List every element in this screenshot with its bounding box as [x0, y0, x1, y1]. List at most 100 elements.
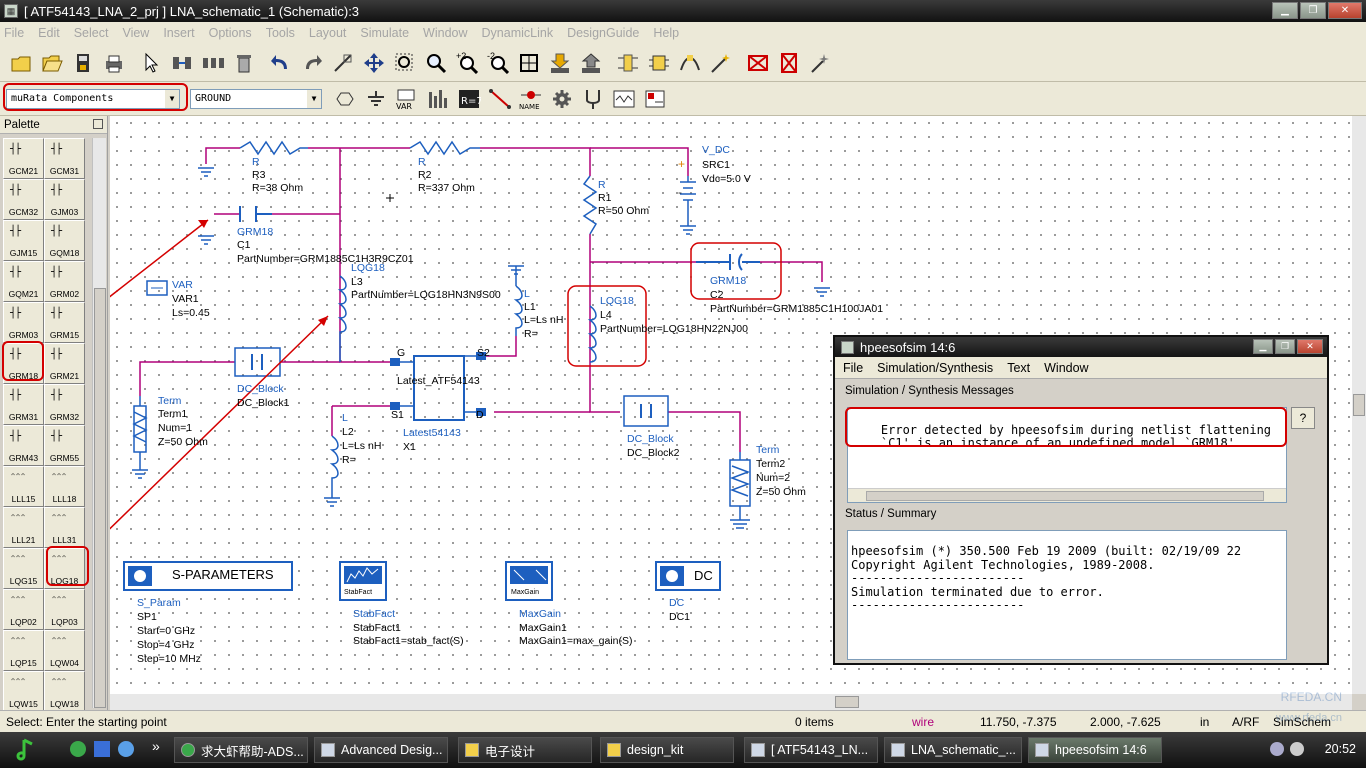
help-button[interactable]: ? [1291, 407, 1315, 429]
ground-icon[interactable] [363, 86, 389, 112]
view-all-icon[interactable] [516, 50, 542, 76]
messages-textbox[interactable]: Error detected by hpeesofsim during netl… [847, 407, 1287, 503]
library-combo[interactable]: muRata Components ▼ [6, 88, 180, 109]
print-icon[interactable] [101, 50, 127, 76]
sim-menu-file[interactable]: File [843, 360, 864, 375]
tray-network-icon[interactable] [1270, 742, 1284, 756]
sim-menu-text[interactable]: Text [1007, 360, 1031, 375]
menu-dynamiclink[interactable]: DynamicLink [481, 26, 554, 40]
maximize-button[interactable]: ❐ [1300, 2, 1326, 19]
simulate-icon[interactable] [642, 86, 668, 112]
menu-options[interactable]: Options [208, 26, 252, 40]
messages-hscrollbar[interactable] [848, 488, 1286, 502]
task-folder-kit[interactable]: design_kit [600, 737, 734, 763]
chevron-down-icon[interactable]: ▼ [307, 89, 321, 108]
menu-window[interactable]: Window [423, 26, 468, 40]
zoom-area-icon[interactable] [392, 50, 418, 76]
start-button[interactable] [14, 736, 42, 764]
palette-item[interactable]: ┤├GRM31 [3, 384, 44, 425]
status-textbox[interactable]: hpeesofsim (*) 350.500 Feb 19 2009 (buil… [847, 530, 1287, 660]
menu-view[interactable]: View [122, 26, 150, 40]
sim-close-button[interactable]: ✕ [1297, 339, 1323, 354]
palette-item[interactable]: ┤├GJM03 [44, 179, 85, 220]
menu-insert[interactable]: Insert [163, 26, 195, 40]
zoom-in-icon[interactable] [423, 50, 449, 76]
menu-designguide[interactable]: DesignGuide [567, 26, 640, 40]
dock-icon[interactable] [93, 119, 103, 129]
delete-trash-icon[interactable] [231, 50, 257, 76]
palette-item[interactable]: ┤├GRM15 [44, 302, 85, 343]
palette-item[interactable]: ┤├GRM03 [3, 302, 44, 343]
close-button[interactable]: ✕ [1328, 2, 1362, 19]
sim-minimize-button[interactable]: ▁ [1253, 339, 1273, 354]
menu-help[interactable]: Help [653, 26, 680, 40]
tray-volume-icon[interactable] [1290, 742, 1304, 756]
push-into-icon[interactable] [547, 50, 573, 76]
task-project[interactable]: [ ATF54143_LN... [744, 737, 878, 763]
minimize-button[interactable]: ▁ [1272, 2, 1298, 19]
palette-item[interactable]: ┤├GCM32 [3, 179, 44, 220]
palette-item[interactable]: ┤├GRM21 [44, 343, 85, 384]
equation-icon[interactable]: R=7 [456, 86, 482, 112]
var-icon[interactable]: VAR [394, 86, 420, 112]
zoom-plus-icon[interactable]: +2 [454, 50, 480, 76]
name-node-icon[interactable]: NAME [518, 86, 544, 112]
task-hpeesofsim[interactable]: hpeesofsim 14:6 [1028, 737, 1162, 763]
palette-item[interactable]: ┤├GRM18 [3, 343, 44, 384]
palette-item[interactable]: ┤├GCM21 [3, 138, 44, 179]
open-folder-icon[interactable] [39, 50, 65, 76]
task-advanced-design[interactable]: Advanced Desig... [314, 737, 448, 763]
deactivate-icon[interactable] [745, 50, 771, 76]
palette-scroll-thumb[interactable] [94, 288, 106, 708]
wire-icon[interactable] [487, 86, 513, 112]
palette-scrollbar[interactable] [92, 138, 106, 708]
menu-edit[interactable]: Edit [38, 26, 60, 40]
quicklaunch-browser-icon[interactable] [118, 741, 134, 757]
quicklaunch-more-icon[interactable]: » [152, 738, 160, 754]
distribute-icon[interactable] [200, 50, 226, 76]
save-icon[interactable] [70, 50, 96, 76]
canvas-hscroll-thumb[interactable] [835, 696, 859, 708]
task-browser[interactable]: 求大虾帮助-ADS... [174, 737, 308, 763]
undo-icon[interactable] [268, 50, 294, 76]
component-combo[interactable]: GROUND ▼ [190, 88, 322, 109]
palette-item[interactable]: ┤├GRM02 [44, 261, 85, 302]
palette-item[interactable]: ┤├GCM31 [44, 138, 85, 179]
pop-out-icon[interactable] [578, 50, 604, 76]
bond-wire-icon[interactable] [677, 50, 703, 76]
palette-item[interactable]: ┤├GRM43 [3, 425, 44, 466]
pin-tune-icon[interactable] [615, 50, 641, 76]
palette-item[interactable]: ┤├GQM18 [44, 220, 85, 261]
redo-icon[interactable] [299, 50, 325, 76]
chevron-down-icon[interactable]: ▼ [165, 89, 179, 108]
canvas-vertical-scrollbar[interactable] [1352, 116, 1366, 694]
menu-select[interactable]: Select [73, 26, 109, 40]
task-schematic[interactable]: LNA_schematic_... [884, 737, 1022, 763]
component-icon[interactable] [646, 50, 672, 76]
canvas-horizontal-scrollbar[interactable] [110, 694, 1352, 710]
bar-chart-icon[interactable] [425, 86, 451, 112]
menu-file[interactable]: File [4, 26, 25, 40]
gear-icon[interactable] [549, 86, 575, 112]
tuning-fork-icon[interactable] [580, 86, 606, 112]
sim-menu-window[interactable]: Window [1044, 360, 1089, 375]
waveform-icon[interactable] [611, 86, 637, 112]
menu-layout[interactable]: Layout [308, 26, 347, 40]
menu-tools[interactable]: Tools [265, 26, 295, 40]
sim-maximize-button[interactable]: ❐ [1275, 339, 1295, 354]
new-folder-icon[interactable] [8, 50, 34, 76]
palette-item[interactable]: ┤├GRM32 [44, 384, 85, 425]
port-icon[interactable] [332, 86, 358, 112]
palette-item[interactable]: ┤├GRM55 [44, 425, 85, 466]
magic-wand-icon[interactable] [807, 50, 833, 76]
